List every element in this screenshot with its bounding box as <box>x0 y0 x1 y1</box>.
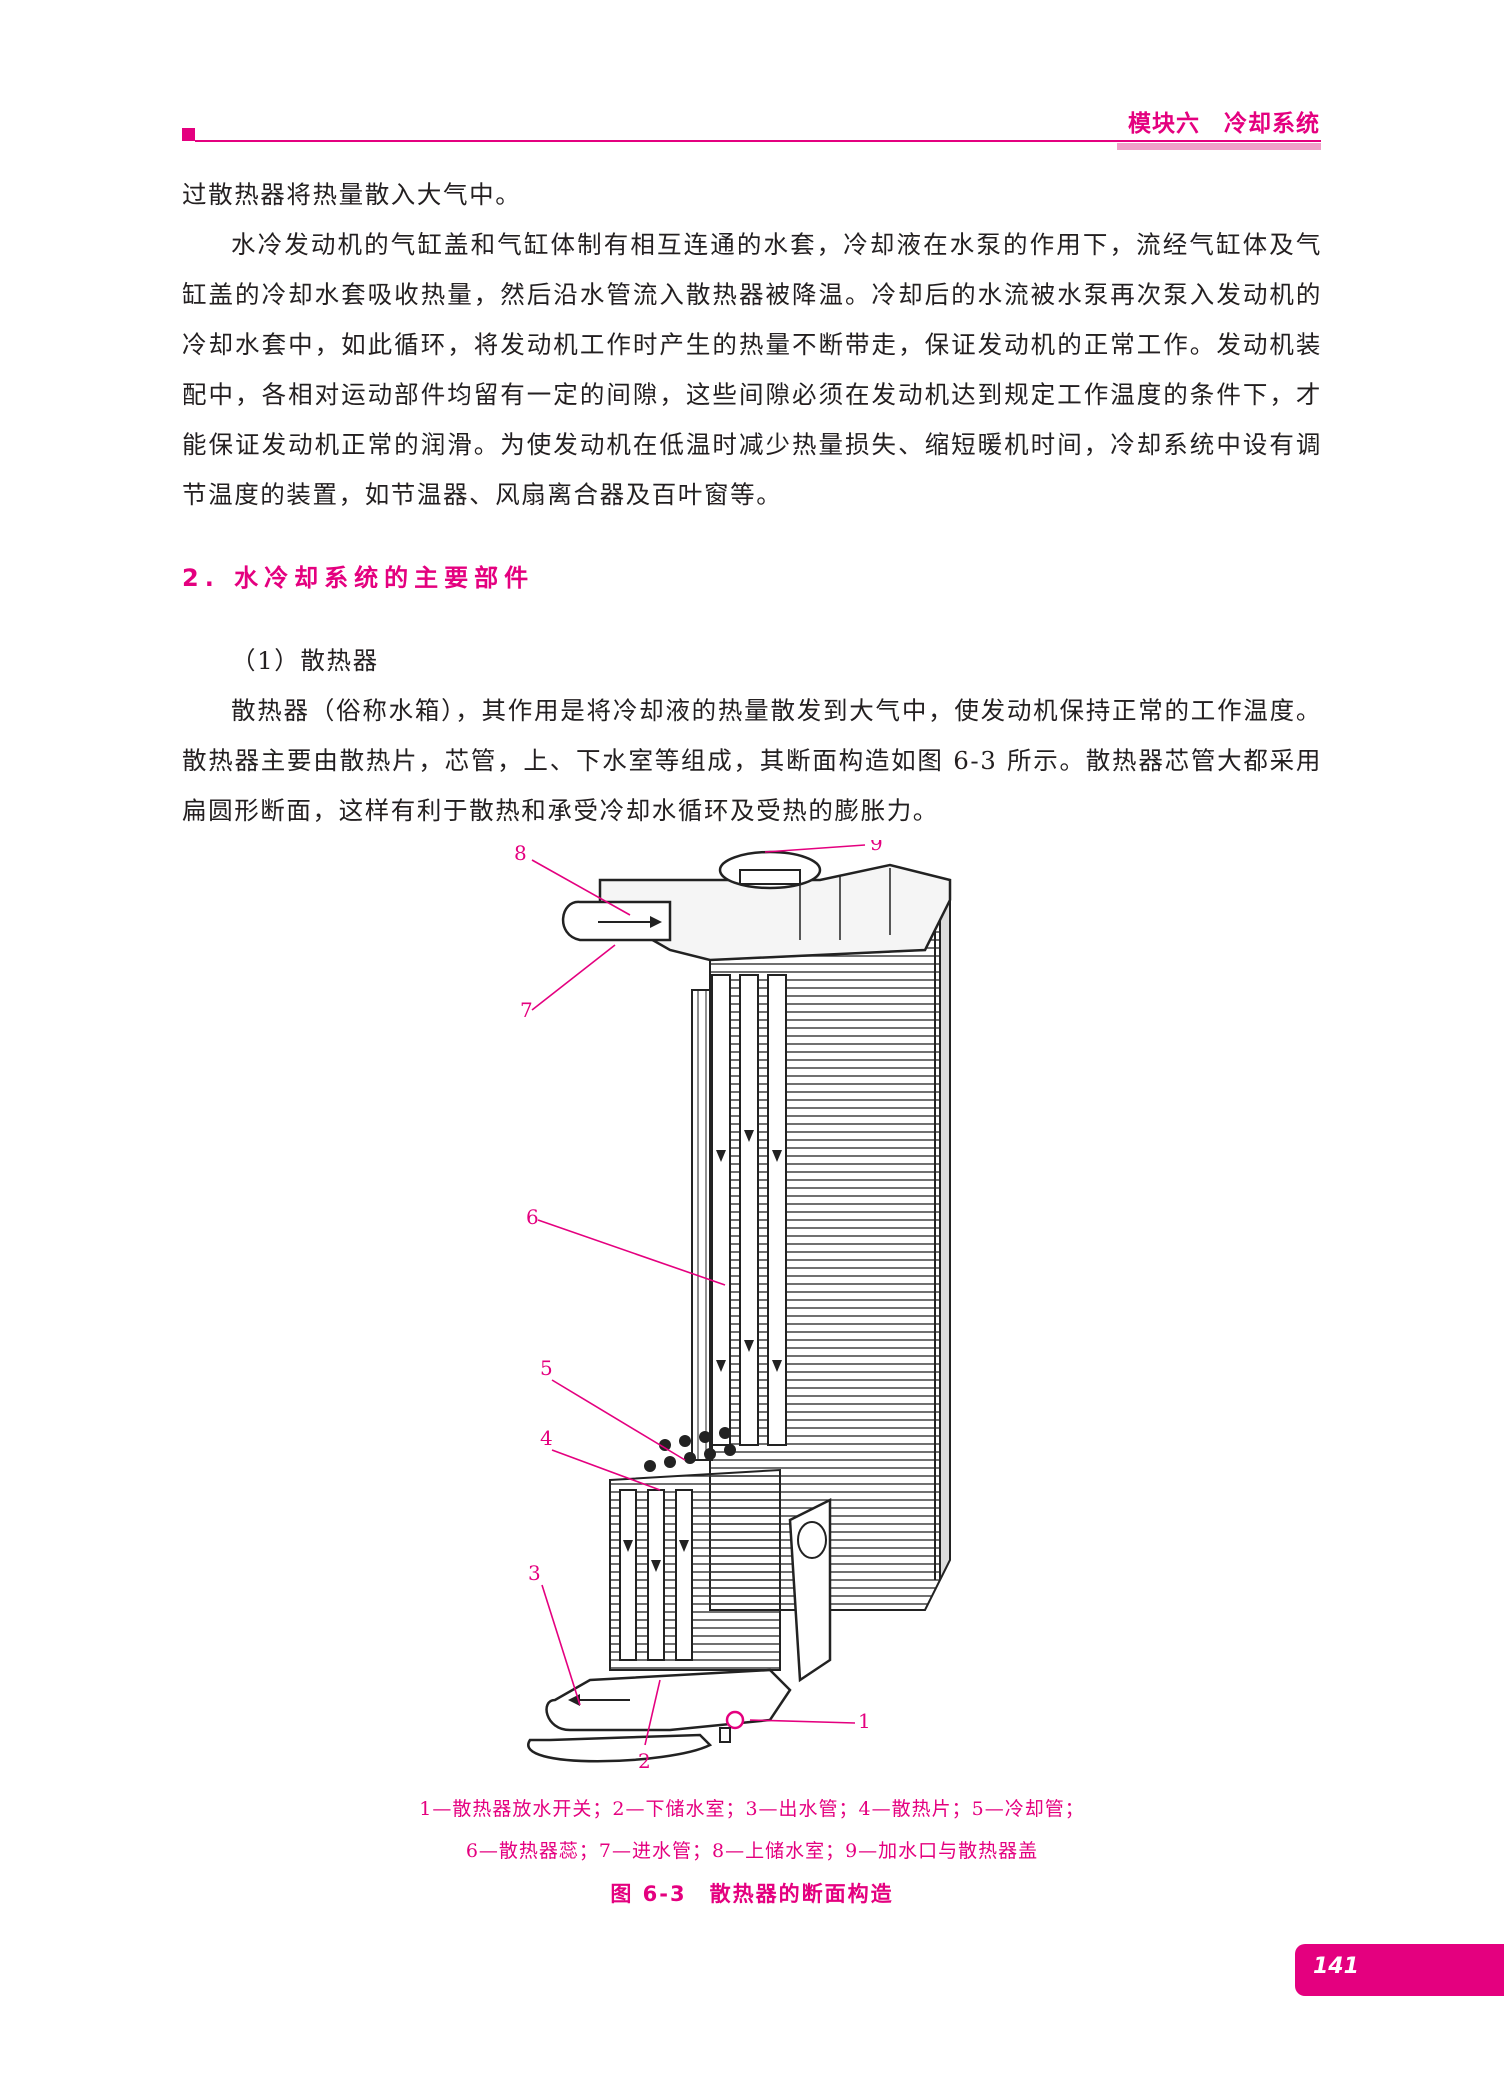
label-9: 9 <box>870 840 883 855</box>
section-heading: 2. 水冷却系统的主要部件 <box>182 564 535 592</box>
figure-legend-line-1: 1—散热器放水开关；2—下储水室；3—出水管；4—散热片；5—冷却管； <box>419 1798 1085 1820</box>
figure-title: 图 6-3 散热器的断面构造 <box>610 1882 894 1906</box>
label-5: 5 <box>540 1356 553 1380</box>
drain-valve <box>719 1710 745 1743</box>
label-3: 3 <box>528 1561 541 1585</box>
label-4: 4 <box>540 1426 553 1450</box>
intro-text: 过散热器将热量散入大气中。 水冷发动机的气缸盖和气缸体制有相互连通的水套，冷却液… <box>182 170 1322 520</box>
label-6: 6 <box>526 1205 539 1229</box>
tube-openings <box>644 1427 736 1472</box>
side-bracket <box>788 1497 832 1683</box>
page-number-tab: 141 <box>1295 1944 1504 1996</box>
coolant-tubes <box>711 974 787 1446</box>
chapter-title: 模块六 冷却系统 <box>1128 111 1320 137</box>
header-rule <box>195 140 1321 142</box>
inlet-pipe <box>561 900 672 942</box>
paragraph-continuation: 过散热器将热量散入大气中。 <box>182 180 522 209</box>
section-text: （1）散热器 散热器（俗称水箱），其作用是将冷却液的热量散发到大气中，使发动机保… <box>182 636 1322 836</box>
header-accent-bar <box>1117 143 1321 150</box>
figure-legend-line-2: 6—散热器蕊；7—进水管；8—上储水室；9—加水口与散热器盖 <box>465 1840 1039 1862</box>
callout-numbers: 1 2 3 4 5 6 7 8 9 <box>514 840 883 1770</box>
paragraph-cooling-cycle: 水冷发动机的气缸盖和气缸体制有相互连通的水套，冷却液在水泵的作用下，流经气缸体及… <box>182 230 1322 509</box>
label-8: 8 <box>514 841 527 865</box>
header-marker <box>182 128 195 141</box>
label-7: 7 <box>520 998 533 1022</box>
subheading: （1）散热器 <box>231 646 379 675</box>
callout-lines <box>531 844 866 1746</box>
upper-tank <box>598 863 952 962</box>
label-1: 1 <box>858 1709 871 1733</box>
label-2: 2 <box>638 1749 651 1770</box>
filler-cap <box>718 850 822 890</box>
radiator-diagram: 1 2 3 4 5 6 7 8 9 <box>514 840 952 1770</box>
lower-core-section <box>609 1427 781 1671</box>
page-number: 141 <box>1313 1954 1359 1979</box>
paragraph-radiator: 散热器（俗称水箱），其作用是将冷却液的热量散发到大气中，使发动机保持正常的工作温… <box>182 696 1322 825</box>
